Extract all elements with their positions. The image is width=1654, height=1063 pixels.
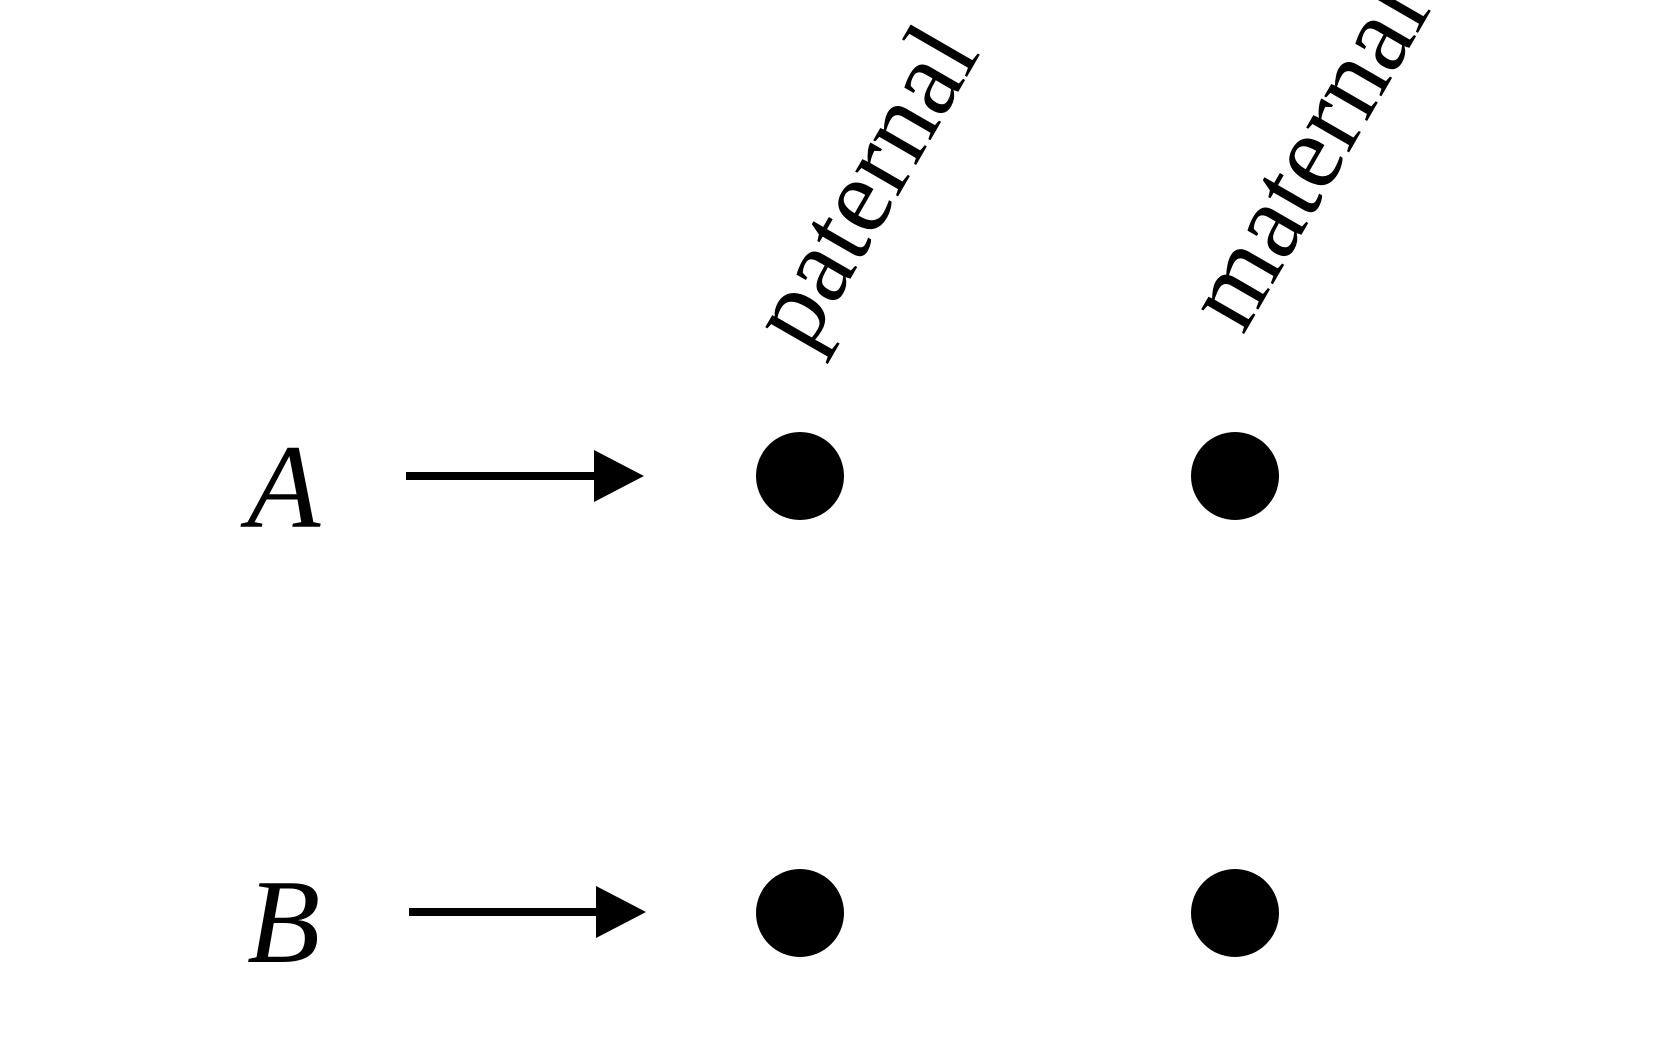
column-label-paternal: paternal	[725, 5, 1002, 366]
dot-a-maternal	[1191, 432, 1279, 520]
arrow-icon	[409, 886, 646, 938]
row-label-b: B	[247, 855, 320, 988]
dot-b-maternal	[1191, 869, 1279, 957]
dot-a-paternal	[756, 432, 844, 520]
arrow-icon	[406, 450, 644, 502]
row-label-a: A	[240, 420, 321, 553]
dot-b-paternal	[756, 869, 844, 957]
column-label-maternal: maternal	[1161, 0, 1453, 348]
